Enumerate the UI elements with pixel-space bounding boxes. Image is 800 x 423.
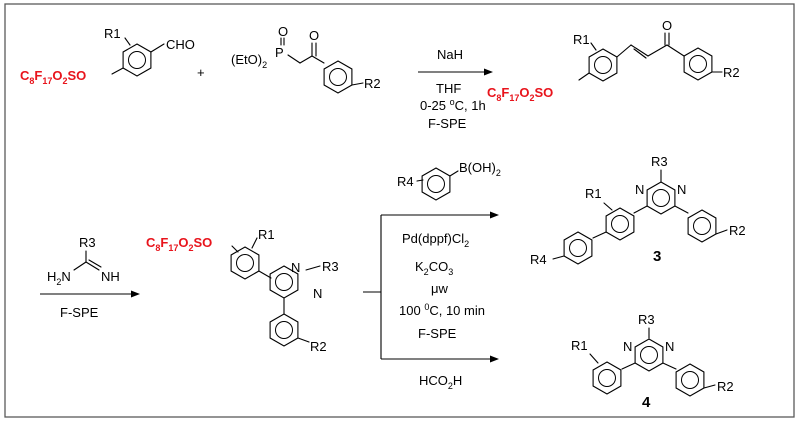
r1-label-5: R1 [571, 338, 588, 353]
pyr2-n1: N [635, 182, 644, 197]
step3-base: K2CO3 [415, 259, 453, 277]
cho-label: CHO [166, 37, 195, 52]
p-oxo-label: O [278, 24, 288, 39]
r1-label-4: R1 [585, 186, 602, 201]
pyr3-n1: N [623, 339, 632, 354]
step3-temp: 100 0C, 10 min [399, 302, 485, 318]
r4-label-1: R4 [397, 174, 414, 189]
step3-microwave: μw [431, 281, 448, 296]
amidine-reagent: R3 H2N NH [47, 235, 120, 287]
compound-4-label: 4 [642, 394, 651, 411]
amidine-nh-label: NH [101, 269, 120, 284]
product-3: R3 N N R1 R4 R2 3 [530, 154, 746, 267]
r2-label-4: R2 [729, 223, 746, 238]
fluorous-tag-3: C8F17O2SO [146, 235, 212, 253]
step3-catalyst: Pd(dppf)Cl2 [402, 231, 469, 249]
r3-label-3: R3 [651, 154, 668, 169]
boronic-acid-label: B(OH)2 [459, 160, 501, 178]
boronic-acid-reagent: R4 B(OH)2 [397, 160, 501, 201]
fluorous-tag-1: C8F17O2SO [20, 68, 86, 86]
step4-reagent: HCO2H [419, 373, 462, 391]
step2-purification: F-SPE [60, 305, 99, 320]
product-4: R3 N N R1 R2 4 [571, 312, 734, 411]
ketone-oxo-label: O [309, 28, 319, 43]
r3-label-4: R3 [638, 312, 655, 327]
step1-base: NaH [437, 47, 463, 62]
chalcone-product: R1 O R2 C8F17O2SO [487, 18, 740, 103]
scheme-frame [4, 3, 795, 418]
tagged-pyrimidine-intermediate: C8F17O2SO R1 N N R3 R2 [146, 227, 339, 354]
plus-sign: + [197, 65, 205, 80]
p-label: P [275, 45, 284, 60]
r2-label-1: R2 [364, 76, 381, 91]
aldehyde-reactant: CHO R1 C8F17O2SO [20, 26, 195, 86]
step3-purification: F-SPE [418, 326, 457, 341]
phosphonate-label: (EtO)2 [231, 52, 267, 70]
r2-label-5: R2 [717, 379, 734, 394]
pyr1-n2: N [313, 286, 322, 301]
pyr1-n1: N [291, 260, 300, 275]
fluorous-tag-2: C8F17O2SO [487, 85, 553, 103]
r3-label-2: R3 [322, 259, 339, 274]
step1-solvent: THF [436, 81, 461, 96]
r2-label-3: R2 [310, 339, 327, 354]
phosphonate-reactant: (EtO)2 P O O R2 [231, 24, 381, 94]
pyr2-n2: N [677, 182, 686, 197]
step1-purification: F-SPE [428, 116, 467, 131]
amidine-nh2-label: H2N [47, 269, 71, 287]
step1-temp: 0-25 oC, 1h [420, 97, 486, 113]
r4-label-2: R4 [530, 252, 547, 267]
chalcone-oxo-label: O [662, 18, 672, 33]
r1-label-2: R1 [573, 32, 590, 47]
r2-label-2: R2 [723, 65, 740, 80]
r1-label-3: R1 [258, 227, 275, 242]
r3-label-1: R3 [79, 235, 96, 250]
r1-label: R1 [104, 26, 121, 41]
pyr3-n2: N [665, 339, 674, 354]
compound-3-label: 3 [653, 248, 661, 265]
